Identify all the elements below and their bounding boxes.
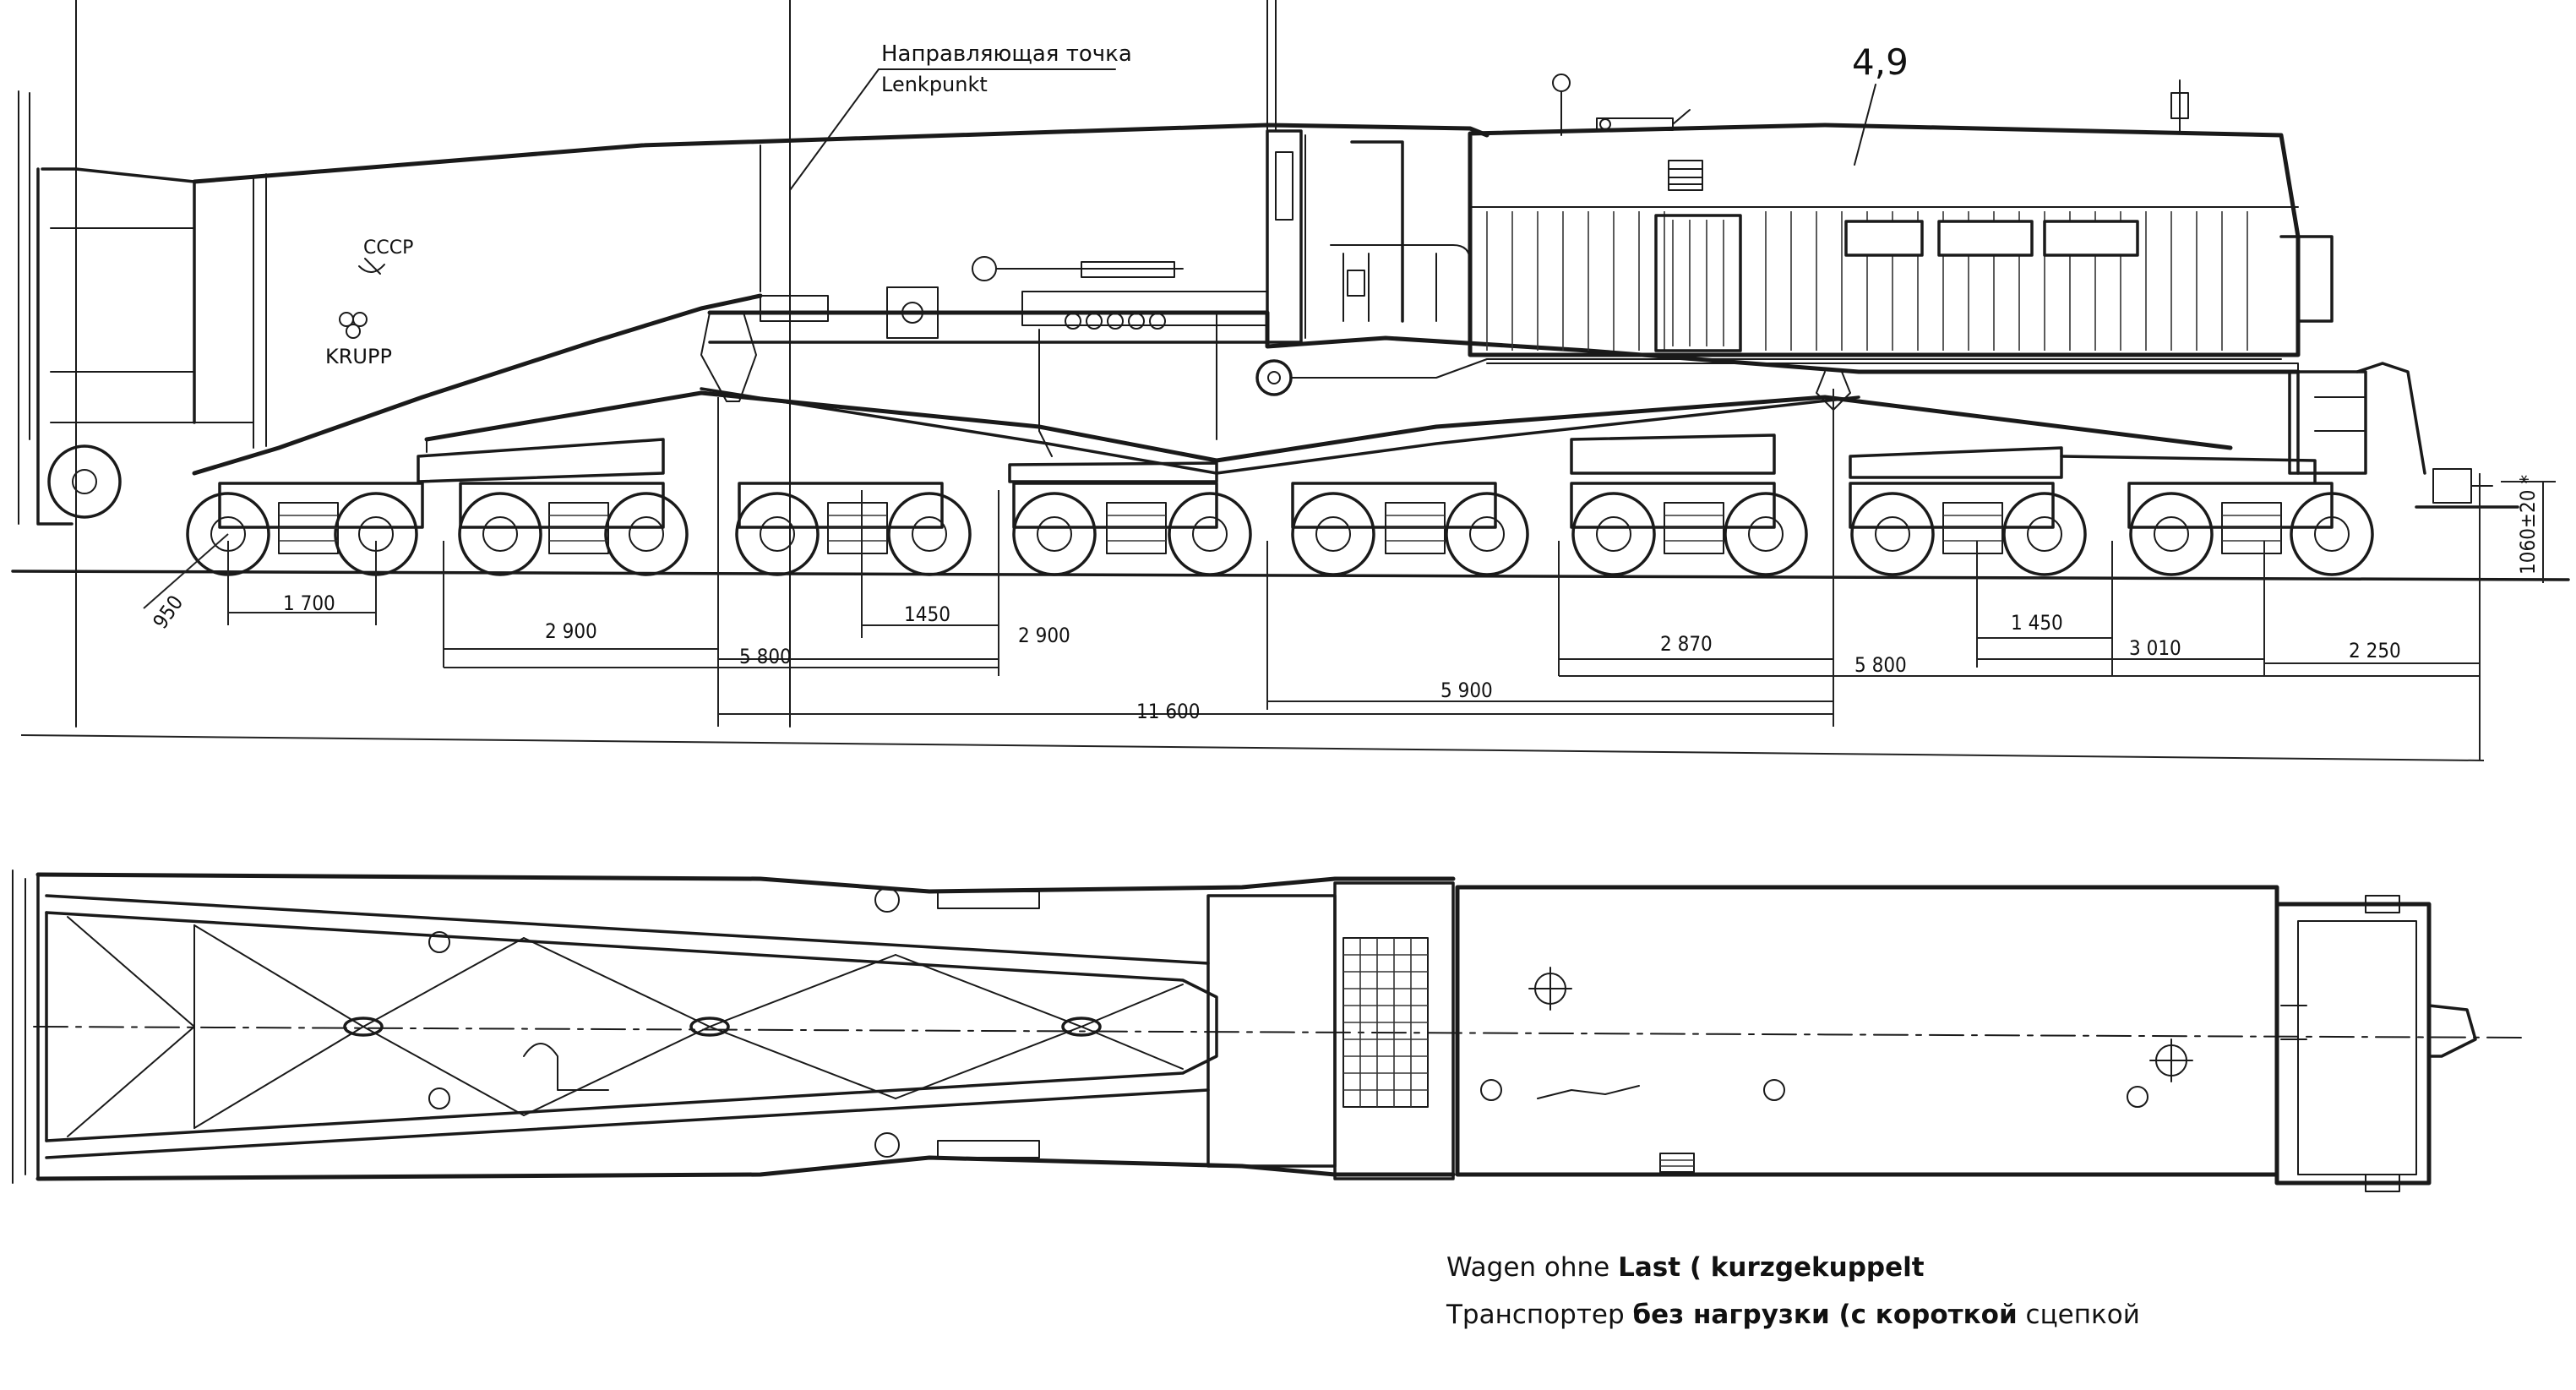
- dim-2900-right: 2 900: [1018, 624, 1070, 647]
- bogie-2: [458, 482, 689, 576]
- dim-5800-left: 5 800: [739, 645, 792, 668]
- dim-1450-left: 1450: [904, 602, 950, 626]
- grille: [1343, 938, 1428, 1107]
- dimension-lines: [20, 389, 2556, 761]
- rail-line: [11, 570, 2570, 581]
- machinery-house: [1468, 74, 2334, 357]
- bogie-8: [2127, 482, 2374, 576]
- plan-view: [12, 869, 2527, 1192]
- dim-5800-right: 5 800: [1854, 653, 1907, 677]
- caption: Wagen ohne Last ( kurzgekuppelt Транспор…: [1446, 1252, 2140, 1330]
- caption-german: Wagen ohne Last ( kurzgekuppelt: [1446, 1252, 1925, 1283]
- strut-and-railing: [1266, 129, 1471, 344]
- emblem: СССР KRUPP: [325, 237, 413, 368]
- emblem-text: СССР: [363, 237, 413, 259]
- dim-2870: 2 870: [1660, 632, 1713, 656]
- end-platform: [2288, 362, 2519, 509]
- dim-2900-left: 2 900: [545, 619, 597, 643]
- guide-point-callout: Направляющая точка Lenkpunkt: [789, 41, 1132, 191]
- caption-russian-bold: без нагрузки (с короткой: [1633, 1300, 2018, 1330]
- bogie-3: [735, 482, 972, 576]
- bogie-6: [1570, 482, 1808, 576]
- left-end-structure: [18, 0, 254, 728]
- span-girders: [424, 256, 2301, 475]
- dim-3010: 3 010: [2129, 636, 2181, 660]
- dim-1700: 1 700: [283, 591, 335, 615]
- dim-950: 950: [149, 591, 188, 634]
- dim-5900: 5 900: [1440, 679, 1493, 702]
- bogie-4: [1012, 482, 1252, 576]
- dim-11600: 11 600: [1136, 700, 1201, 723]
- caption-russian-tail: сцепкой: [2018, 1300, 2140, 1330]
- bogie-5: [1291, 482, 1529, 576]
- caption-russian-normal: Транспортер: [1446, 1300, 1633, 1330]
- main-beam: [192, 0, 1490, 728]
- item-number: 4,9: [1852, 41, 1909, 83]
- caption-russian: Транспортер без нагрузки (с короткой сце…: [1446, 1300, 2140, 1330]
- bogies: [186, 433, 2374, 576]
- caption-german-normal: Wagen ohne: [1446, 1252, 1618, 1283]
- dim-height: 1060±20 *: [2516, 475, 2540, 575]
- guide-point-label-de: Lenkpunkt: [881, 73, 988, 96]
- bogie-1: [186, 482, 424, 576]
- dim-2250: 2 250: [2349, 639, 2401, 662]
- guide-point-label-ru: Направляющая точка: [881, 41, 1132, 67]
- bogie-7: [1849, 482, 2087, 576]
- dim-1450-right: 1 450: [2011, 611, 2063, 635]
- item-number-callout: 4,9: [1852, 41, 1909, 166]
- caption-german-bold: Last ( kurzgekuppelt: [1618, 1252, 1925, 1283]
- lattice-bracing: [67, 916, 1184, 1137]
- maker-label: KRUPP: [325, 345, 392, 368]
- dimension-labels: 950 1 700 2 900 1450 2 900 5 800 11 600 …: [149, 475, 2540, 723]
- side-elevation: СССР KRUPP: [11, 0, 2570, 761]
